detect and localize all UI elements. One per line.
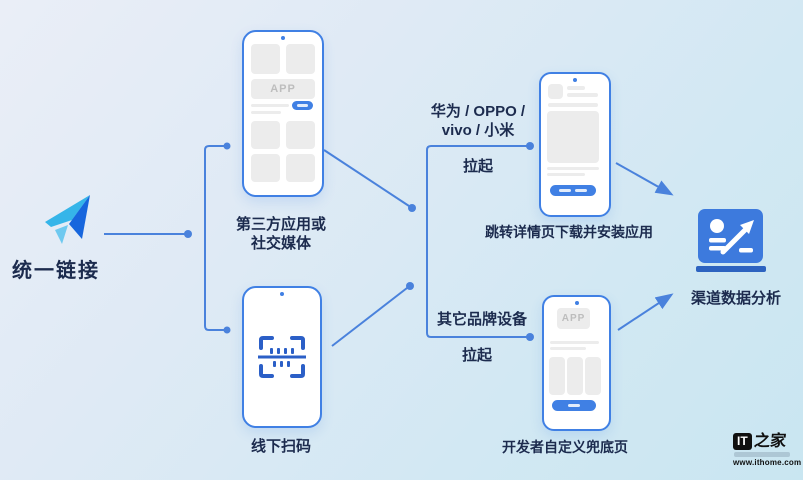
- screenshot-block: [547, 111, 599, 163]
- store-detail-label: 跳转详情页下载并安装应用: [485, 224, 653, 240]
- phone-camera-dot: [280, 292, 284, 296]
- third-party-label: 第三方应用或 社交媒体: [235, 216, 327, 252]
- column-block: [549, 357, 565, 395]
- text-line: [251, 111, 281, 114]
- watermark-strip: [734, 452, 790, 457]
- other-brands-label: 其它品牌设备: [436, 311, 528, 328]
- download-button: [550, 185, 596, 196]
- text-line: [547, 167, 599, 170]
- vendors-label: 华为 / OPPO / vivo / 小米: [430, 103, 526, 139]
- offline-scan-label: 线下扫码: [250, 438, 312, 455]
- phone-camera-dot: [573, 78, 577, 82]
- ithome-watermark: IT 之家 www.ithome.com: [733, 433, 801, 467]
- phone-offline-scan: [242, 286, 322, 428]
- text-line: [567, 93, 598, 97]
- phone-fallback-page: APP: [542, 295, 611, 431]
- text-line: [550, 341, 599, 344]
- app-banner: APP: [251, 79, 315, 99]
- text-line: [550, 347, 586, 350]
- phone-store-detail: [539, 72, 611, 217]
- app-tile: [251, 154, 280, 182]
- fallback-page-label: 开发者自定义兜底页: [502, 439, 628, 455]
- paper-plane-icon: [45, 195, 90, 244]
- app-tile: [251, 121, 280, 149]
- ithome-url: www.ithome.com: [733, 458, 802, 467]
- app-tile: [251, 44, 280, 74]
- chart-trend-icon: [709, 219, 754, 255]
- phone-third-party-apps: APP: [242, 30, 324, 197]
- pull-up-bottom-label: 拉起: [461, 347, 493, 364]
- app-tile: [286, 44, 315, 74]
- qr-scan-icon: [258, 336, 306, 378]
- analytics-icon-board: [698, 209, 763, 263]
- text-line: [567, 86, 585, 90]
- text-line: [547, 173, 585, 176]
- unified-link-title: 统一链接: [12, 260, 100, 282]
- column-block: [567, 357, 583, 395]
- ithome-logo-home: 之家: [752, 432, 787, 450]
- app-banner: APP: [557, 308, 590, 329]
- open-button: [292, 101, 313, 110]
- app-tile: [286, 154, 315, 182]
- phone-camera-dot: [574, 301, 579, 305]
- download-button: [552, 400, 596, 411]
- analytics-label: 渠道数据分析: [690, 290, 782, 307]
- analytics-icon-base: [696, 266, 766, 272]
- pull-up-top-label: 拉起: [462, 158, 494, 175]
- app-icon-block: [548, 84, 563, 99]
- text-line: [251, 104, 289, 107]
- ithome-logo-it: IT: [733, 433, 752, 450]
- phone-camera-dot: [281, 36, 285, 40]
- text-line: [548, 103, 598, 107]
- app-tile: [286, 121, 315, 149]
- column-block: [585, 357, 601, 395]
